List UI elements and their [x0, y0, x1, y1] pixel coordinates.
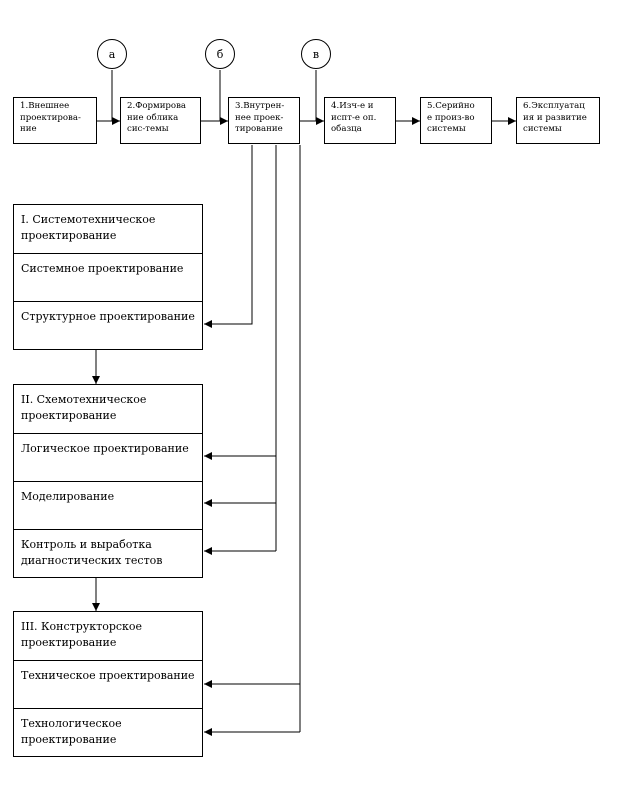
stage-box-external-design: 1.Внешнее проектирова- ние [13, 97, 97, 144]
group-circuit-engineering: II. Схемотехническое проектирование Логи… [13, 384, 203, 578]
substage-logic-design: Логическое проектирование [14, 433, 202, 481]
substage-structural-design: Структурное проектирование [14, 301, 202, 349]
marker-circle-v: в [301, 39, 331, 69]
stage-box-internal-design: 3.Внутрен- нее проек- тирование [228, 97, 300, 144]
substage-system-design: Системное проектирование [14, 253, 202, 301]
branch-structural [204, 145, 253, 328]
group-title: III. Конструкторское проектирование [21, 620, 143, 649]
group-title: II. Схемотехническое проектирование [21, 393, 147, 422]
marker-circle-a: а [97, 39, 127, 69]
group-construction-design: III. Конструкторское проектирование Техн… [13, 611, 203, 757]
substage-test-generation: Контроль и выработка диагностических тес… [14, 529, 202, 577]
stage-box-serial-production: 5.Серийно е произ-во системы [420, 97, 492, 144]
group-system-engineering: I. Системотехническое проектирование Сис… [13, 204, 203, 350]
marker-circle-b: б [205, 39, 235, 69]
stage-box-system-concept: 2.Формирова ние облика сис-темы [120, 97, 201, 144]
substage-technological-design: Технологическое проектирование [14, 708, 202, 756]
substage-modeling: Моделирование [14, 481, 202, 529]
stage-box-prototype: 4.Изч-е и испт-е оп. обазца [324, 97, 396, 144]
substage-technical-design: Техническое проектирование [14, 660, 202, 708]
stage-box-operation: 6.Эксплуатац ия и развитие системы [516, 97, 600, 144]
group-title: I. Системотехническое проектирование [21, 213, 156, 242]
